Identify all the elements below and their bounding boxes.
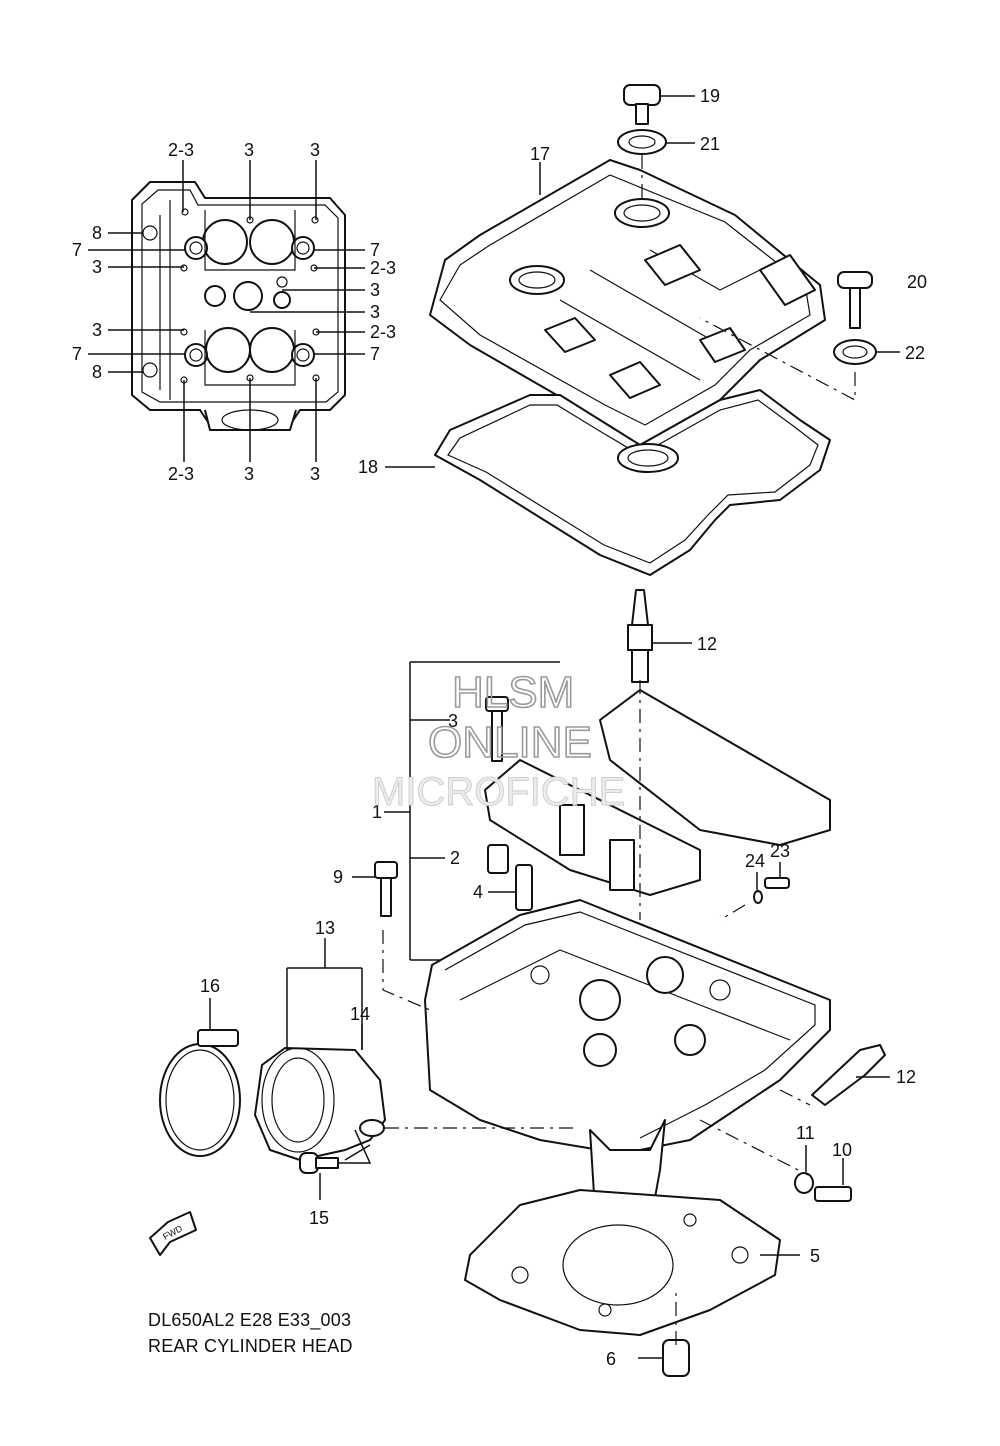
label-2-3-bottom: 2-3 [168, 464, 194, 484]
diagram-code: DL650AL2 E28 E33_003 [148, 1310, 351, 1331]
label-9: 9 [333, 867, 343, 887]
cylinder-head-cover-group: 19 21 17 20 22 18 [358, 84, 927, 576]
label-10: 10 [832, 1140, 852, 1160]
label-6: 6 [606, 1349, 616, 1369]
label-3-bottom-mid: 3 [244, 464, 254, 484]
label-3-bottom-right: 3 [310, 464, 320, 484]
label-8-lower: 8 [92, 362, 102, 382]
label-3-center-b: 3 [370, 302, 380, 322]
watermark-line-3: MICROFICHE [372, 770, 625, 814]
label-12-upper: 12 [697, 634, 717, 654]
watermark-line-2: ONLINE [428, 718, 592, 767]
caption: DL650AL2 E28 E33_003 REAR CYLINDER HEAD [148, 1310, 353, 1356]
label-17: 17 [530, 144, 550, 164]
label-2: 2 [450, 848, 460, 868]
label-3-center-a: 3 [370, 280, 380, 300]
label-3-left-upper: 3 [92, 257, 102, 277]
label-3: 3 [448, 711, 458, 731]
label-21: 21 [700, 134, 720, 154]
label-2-3-top: 2-3 [168, 140, 194, 160]
label-2-3-right-upper: 2-3 [370, 258, 396, 278]
label-11: 11 [796, 1123, 815, 1143]
label-24: 24 [745, 851, 765, 871]
label-7-upper-left: 7 [72, 240, 82, 260]
diagram-title: REAR CYLINDER HEAD [148, 1336, 353, 1356]
label-7-lower-right: 7 [370, 344, 380, 364]
label-8-upper: 8 [92, 223, 102, 243]
label-12-lower: 12 [896, 1067, 916, 1087]
label-4: 4 [473, 882, 483, 902]
label-13: 13 [315, 918, 335, 938]
label-1: 1 [372, 802, 382, 822]
cylinder-head-group: FWD 12 [149, 589, 916, 1377]
label-14: 14 [350, 1004, 370, 1024]
label-18: 18 [358, 457, 378, 477]
label-7-upper-right: 7 [370, 240, 380, 260]
label-16: 16 [200, 976, 220, 996]
label-20: 20 [907, 272, 927, 292]
label-5: 5 [810, 1246, 820, 1266]
label-15: 15 [309, 1208, 329, 1228]
top-view-cylinder-head: 2-3 3 3 8 7 7 3 2-3 3 3 3 2-3 7 7 8 2-3 … [72, 140, 396, 484]
label-22: 22 [905, 343, 925, 363]
label-19: 19 [700, 86, 720, 106]
label-7-lower-left: 7 [72, 344, 82, 364]
label-2-3-right-lower: 2-3 [370, 322, 396, 342]
label-3-left-lower: 3 [92, 320, 102, 340]
label-23: 23 [770, 841, 790, 861]
label-3-top-mid: 3 [244, 140, 254, 160]
watermark-line-1: HLSM [452, 668, 574, 717]
watermark: HLSM ONLINE MICROFICHE [372, 667, 626, 814]
label-3-top-right: 3 [310, 140, 320, 160]
